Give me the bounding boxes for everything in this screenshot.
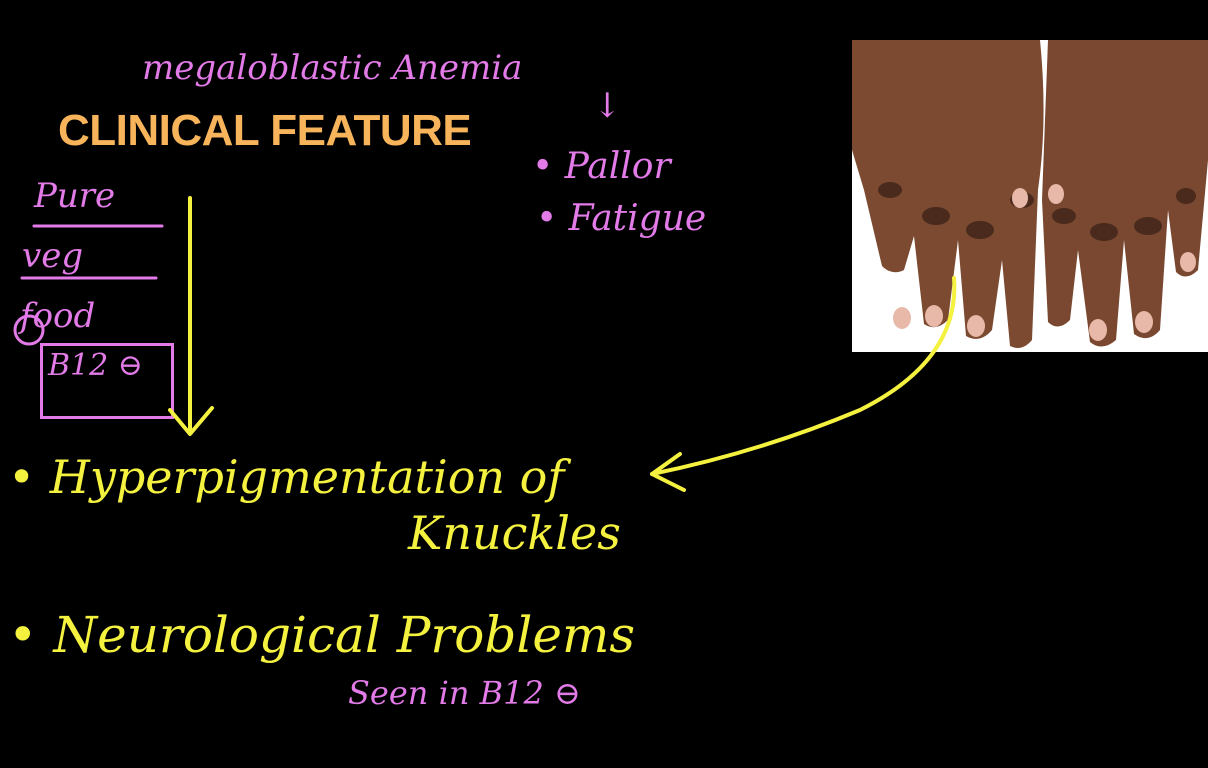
- curved-arrow-shaft: [650, 276, 957, 476]
- diet-line-veg: veg: [22, 236, 84, 276]
- diet-line-pure: Pure: [34, 176, 116, 216]
- hands-photo: [852, 40, 1208, 352]
- down-arrow-icon: ↓: [593, 86, 622, 126]
- point-neurological: • Neurological Problems: [8, 606, 636, 664]
- symptom-pallor: • Pallor: [532, 146, 671, 187]
- page-title: CLINICAL FEATURE: [58, 106, 472, 155]
- deficiency-label: B12 ⊖: [48, 348, 143, 383]
- food-loop: [13, 314, 45, 346]
- knuckle-marks: [878, 182, 1196, 241]
- topic-heading: megaloblastic Anemia: [142, 48, 523, 88]
- note-seen-in-b12: Seen in B12 ⊖: [348, 674, 581, 712]
- down-arrow-head: [168, 406, 214, 436]
- symptom-fatigue: • Fatigue: [536, 198, 707, 239]
- curved-arrow-head: [650, 452, 686, 492]
- deficiency-box: [40, 343, 174, 419]
- point-hyperpigmentation: • Hyperpigmentation of: [8, 450, 565, 504]
- point-knuckles: Knuckles: [408, 506, 621, 560]
